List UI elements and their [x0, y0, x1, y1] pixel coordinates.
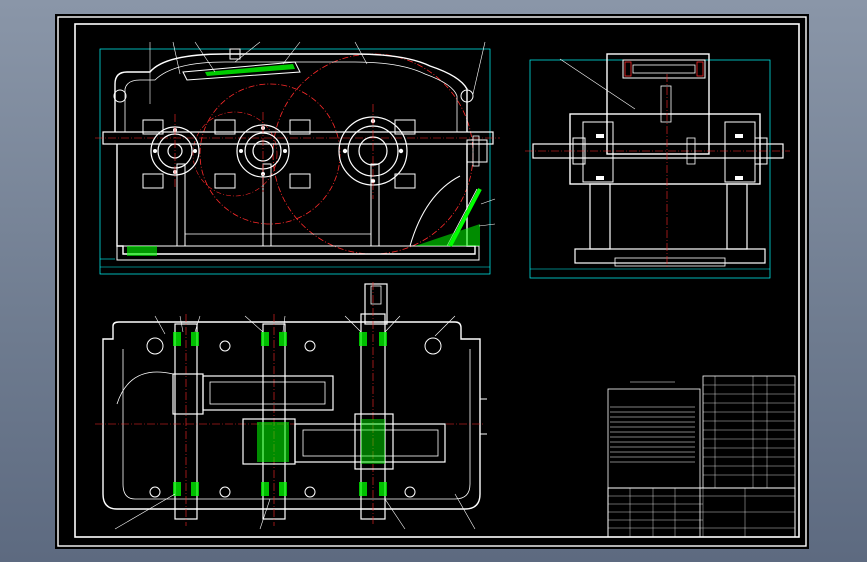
mid-gear-circle — [199, 83, 341, 225]
top-section-view — [95, 282, 487, 530]
gear-pinion-2 — [242, 418, 446, 465]
oil-gauge — [409, 175, 482, 247]
gear-output — [354, 413, 394, 470]
inspection-cover — [182, 48, 301, 81]
front-dimension-frame — [99, 48, 491, 275]
housing-cover — [114, 53, 468, 132]
side-view — [525, 53, 790, 279]
gear-pinion-1 — [172, 373, 334, 415]
tech-notes — [610, 381, 695, 463]
drawing-sheet — [55, 14, 809, 549]
cad-drawing — [57, 16, 807, 547]
outer-frame — [57, 16, 807, 547]
title-box — [607, 487, 796, 538]
housing-base — [116, 144, 476, 255]
tech-notes-box — [607, 388, 701, 538]
parts-list — [702, 375, 796, 489]
inner-frame — [74, 23, 800, 538]
title-block — [607, 375, 796, 538]
side-dimension-frame — [529, 59, 771, 279]
housing-section — [102, 321, 481, 510]
front-view — [95, 41, 500, 275]
